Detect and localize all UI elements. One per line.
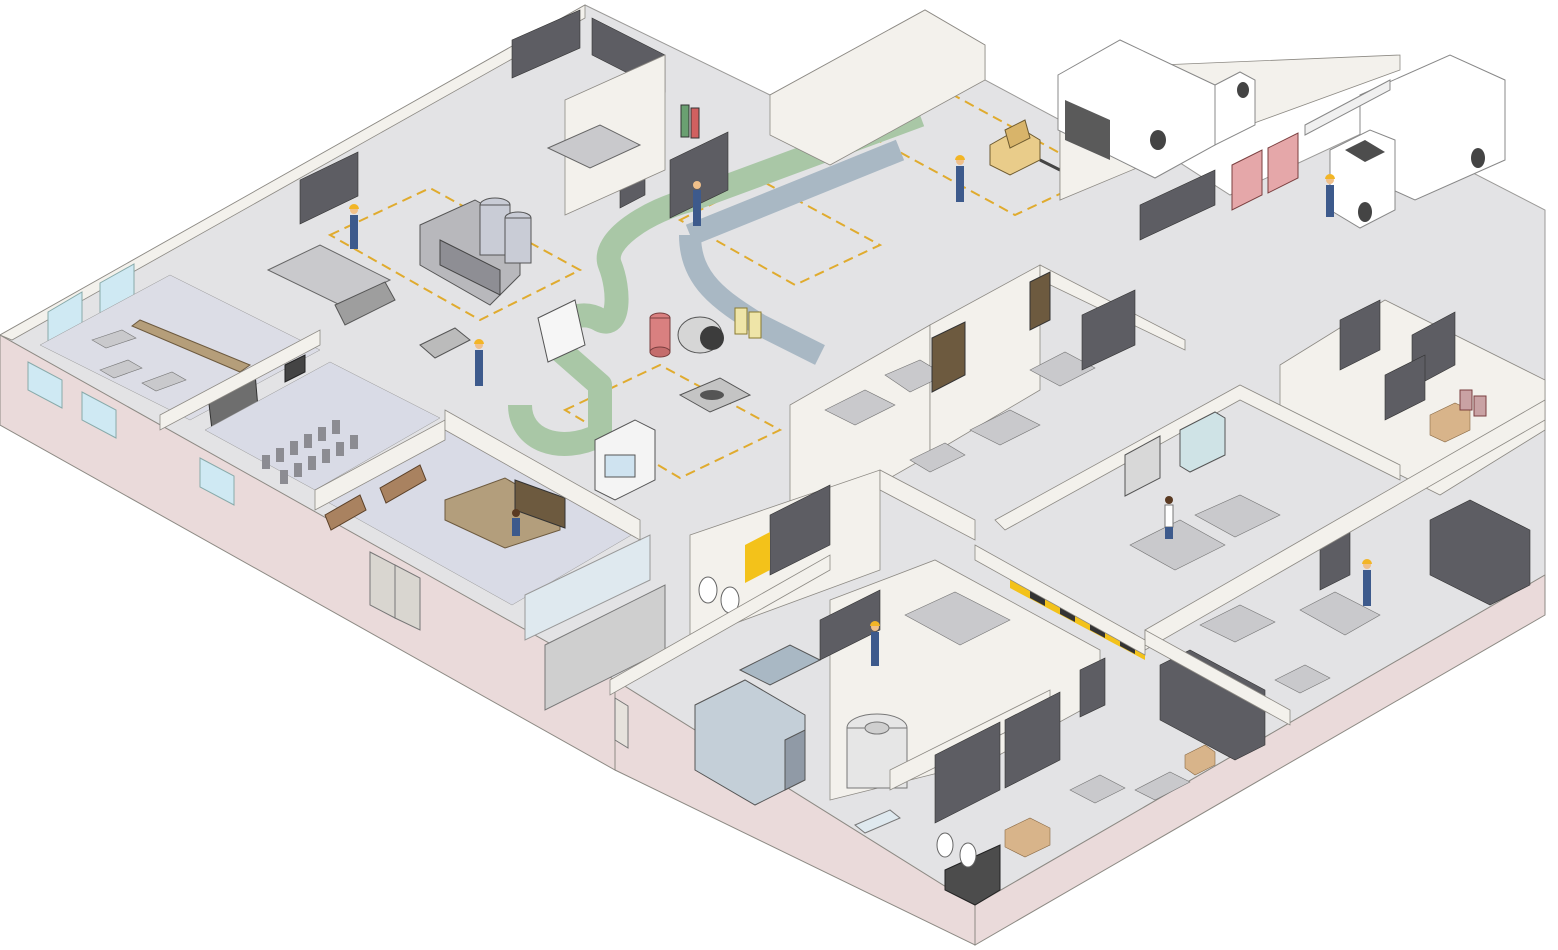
forklift <box>989 119 1061 176</box>
lab-bench <box>1129 519 1226 571</box>
dock-cabinets <box>1139 169 1216 241</box>
office-desk <box>1029 351 1096 387</box>
packing-table <box>1134 771 1191 801</box>
worker <box>1164 496 1174 539</box>
red-tank <box>649 312 671 358</box>
worker <box>1325 174 1335 217</box>
storage-drums <box>1459 389 1487 417</box>
counter <box>131 319 252 373</box>
green-conveyor <box>508 103 925 456</box>
sink <box>854 809 901 834</box>
tech-room <box>546 54 700 216</box>
office-desk <box>909 442 966 473</box>
inventory-room <box>889 689 1216 858</box>
worker <box>870 621 880 666</box>
box-truck <box>1329 54 1506 229</box>
dock-light <box>1304 79 1391 136</box>
toilet-icon <box>959 842 977 868</box>
lockers <box>1159 649 1266 761</box>
storage-shelving <box>1384 354 1426 421</box>
offices <box>789 264 1186 536</box>
window <box>199 457 235 506</box>
manufacturing-floor <box>266 83 1103 501</box>
interior-walls <box>159 329 1546 726</box>
workbench-base <box>334 281 396 326</box>
window <box>27 361 63 409</box>
file-cabinets <box>1081 289 1136 371</box>
packing-table <box>1069 774 1126 804</box>
worker <box>955 155 965 202</box>
box-stack <box>1429 402 1471 443</box>
side-door[interactable] <box>614 697 629 749</box>
lab-bench <box>1299 591 1381 636</box>
warehouse <box>769 9 1061 176</box>
hazard-steps <box>745 532 770 583</box>
office-desk <box>824 389 896 426</box>
gas-cylinder <box>680 104 690 138</box>
industrial-machine <box>419 197 532 306</box>
control-panel <box>537 299 586 363</box>
yellow-drums <box>734 307 762 339</box>
box-truck <box>1057 39 1256 179</box>
bench <box>379 464 427 504</box>
extrusion-machine <box>694 644 822 806</box>
shop-workbench <box>904 591 1011 646</box>
restroom-front <box>524 534 666 711</box>
bench <box>324 494 367 531</box>
fume-hood <box>1179 411 1226 473</box>
receptionist <box>512 509 520 536</box>
workbench <box>266 244 392 306</box>
front-entrance-doors[interactable] <box>369 551 421 631</box>
shop-cabinet <box>1079 657 1106 718</box>
wall-monitor <box>284 354 306 383</box>
cylindrical-tank <box>846 713 908 789</box>
break-room <box>39 274 321 431</box>
office-shelf <box>931 321 966 393</box>
bookshelf <box>514 479 566 529</box>
lab-instrument <box>1124 435 1161 497</box>
lab-table <box>1274 664 1331 694</box>
box-stack <box>1004 817 1051 858</box>
toilet-icon <box>698 576 718 604</box>
lab-bench <box>546 124 642 169</box>
lab-bench <box>1199 604 1276 643</box>
red-storage-units <box>1231 132 1299 211</box>
lift-table <box>678 377 752 413</box>
toilet-icon <box>936 832 954 858</box>
training-room <box>204 361 441 491</box>
server-racks <box>1429 499 1531 606</box>
office-desk <box>969 409 1041 446</box>
loading-dock <box>1057 39 1506 241</box>
worker <box>349 204 359 249</box>
worker <box>693 181 701 226</box>
restrooms-bottom <box>854 809 1001 906</box>
front-windows <box>27 263 235 506</box>
tool-cabinet <box>819 589 881 661</box>
inventory-shelving <box>934 721 1001 824</box>
storage-shelving <box>1339 299 1381 371</box>
bookcase <box>1029 271 1051 331</box>
lab-bench <box>1194 494 1281 538</box>
inventory-shelving <box>1004 691 1061 789</box>
chair-rows <box>262 420 358 484</box>
window <box>81 391 117 439</box>
workers <box>349 155 1372 666</box>
pipe-drum <box>677 316 724 354</box>
cart <box>419 327 471 359</box>
box-stack <box>1184 744 1216 776</box>
dining-tables <box>91 329 187 392</box>
gas-cylinder <box>690 107 700 139</box>
worker <box>1362 559 1372 606</box>
worker <box>474 339 484 386</box>
control-cabinet <box>594 419 656 501</box>
